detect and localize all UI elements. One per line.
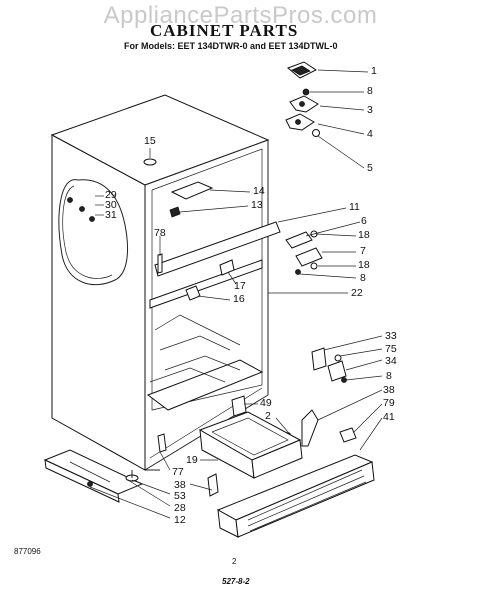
callout-8: 8 <box>367 85 373 97</box>
callout-17: 17 <box>234 280 246 292</box>
callout-8-mid: 8 <box>360 272 366 284</box>
revision-date: 527-8-2 <box>222 577 250 586</box>
callout-22: 22 <box>351 287 363 299</box>
cabinet-shell <box>50 94 281 471</box>
callout-28: 28 <box>174 502 186 514</box>
callout-18-lower: 18 <box>358 259 370 271</box>
callout-29: 29 <box>105 189 117 201</box>
callout-7: 7 <box>360 245 366 257</box>
callout-3: 3 <box>367 104 373 116</box>
callout-19: 19 <box>186 454 198 466</box>
callout-31: 31 <box>105 209 117 221</box>
callout-14: 14 <box>253 185 265 197</box>
callout-leaders <box>89 69 383 519</box>
callout-2: 2 <box>265 410 271 422</box>
callout-34: 34 <box>385 355 397 367</box>
model-subtitle: For Models: EET 134DTWR-0 and EET 134DTW… <box>124 41 338 51</box>
callout-1: 1 <box>371 65 377 77</box>
callout-77: 77 <box>172 466 184 478</box>
callout-41: 41 <box>383 411 395 423</box>
callout-49: 49 <box>260 397 272 409</box>
callout-38-lower: 38 <box>174 479 186 491</box>
callout-53: 53 <box>174 490 186 502</box>
callout-8-lower: 8 <box>386 370 392 382</box>
callout-13: 13 <box>251 199 263 211</box>
callout-11: 11 <box>349 201 360 213</box>
diagram-title: CABINET PARTS <box>150 21 299 40</box>
callout-79: 79 <box>383 397 395 409</box>
callout-15: 15 <box>144 135 156 147</box>
callout-12: 12 <box>174 514 186 526</box>
drawing-code: 877096 <box>14 547 41 556</box>
mid-parts <box>67 158 323 301</box>
callout-4: 4 <box>367 128 373 140</box>
callout-75: 75 <box>385 343 397 355</box>
callout-30: 30 <box>105 199 117 211</box>
page-number: 2 <box>232 557 237 566</box>
bottom-parts <box>43 411 375 538</box>
top-hinge-assembly <box>285 61 320 137</box>
callout-18: 18 <box>358 229 370 241</box>
callout-38: 38 <box>383 384 395 396</box>
callout-16: 16 <box>233 293 245 305</box>
callout-33: 33 <box>385 330 397 342</box>
watermark: AppliancePartsPros.com <box>103 2 378 29</box>
callout-5: 5 <box>367 162 373 174</box>
bottom-hinge-assembly <box>157 347 357 453</box>
callout-6: 6 <box>361 215 367 227</box>
callout-78: 78 <box>154 227 166 239</box>
